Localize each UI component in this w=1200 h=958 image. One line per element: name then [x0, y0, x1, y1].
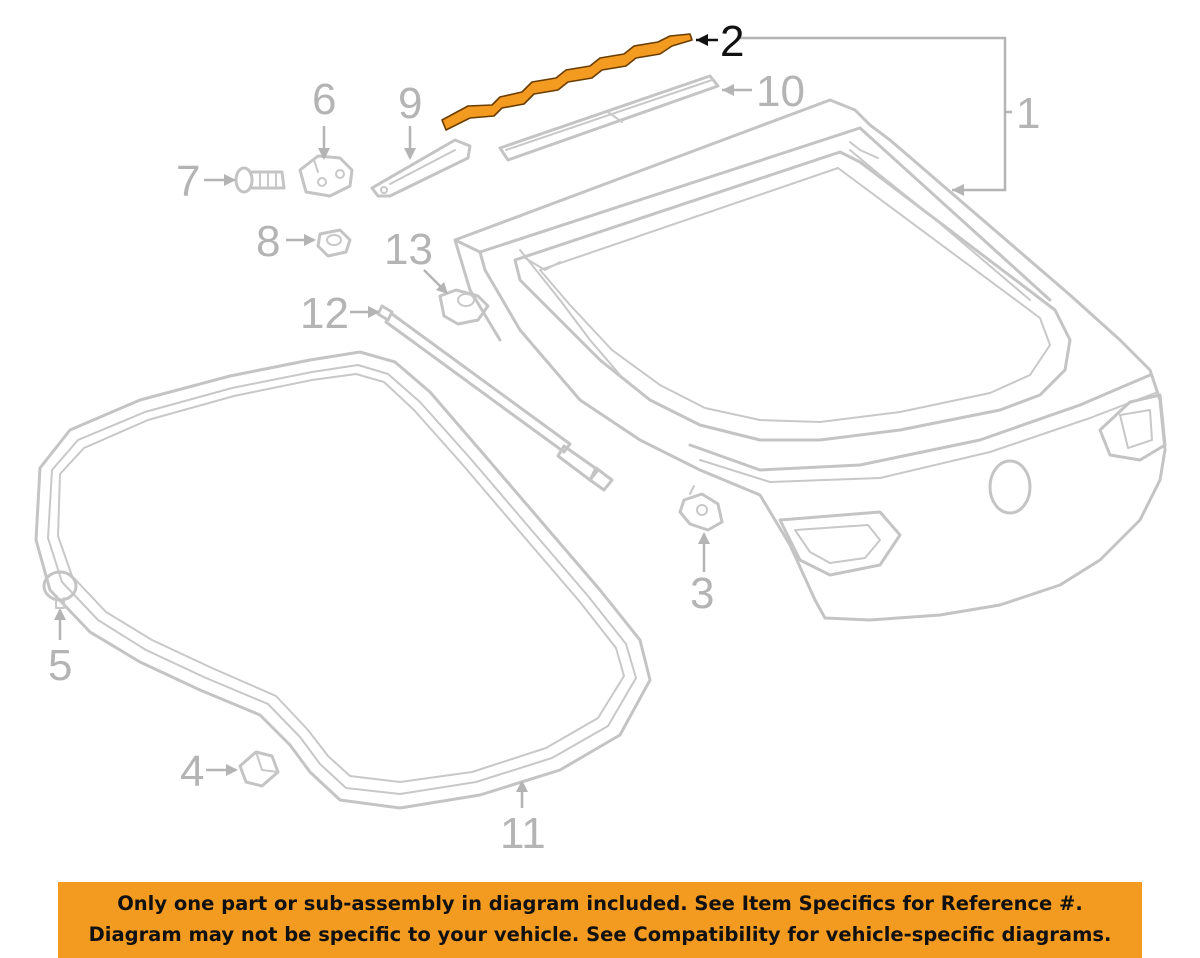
- liftgate-assembly: [453, 98, 1167, 622]
- retainer-clip: [238, 750, 280, 788]
- callout-9: 9: [398, 79, 422, 128]
- nut: [316, 228, 352, 258]
- callout-5: 5: [48, 641, 72, 690]
- liftgate-weatherstrip: [34, 350, 652, 810]
- callout-8: 8: [256, 217, 280, 266]
- callout-10: 10: [756, 67, 805, 116]
- hinge: [298, 154, 354, 198]
- callout-2: 2: [720, 17, 744, 66]
- arrowheads: [54, 34, 964, 792]
- parts-diagram: 1 2 10 9 6 7 8 13 12 3 5 4 11: [34, 17, 1167, 858]
- callout-3: 3: [690, 569, 714, 618]
- callout-1: 1: [1016, 89, 1040, 138]
- bracket: [370, 138, 472, 198]
- callout-4: 4: [180, 747, 204, 796]
- spoiler-strip: [498, 74, 720, 162]
- callout-13: 13: [384, 225, 433, 274]
- callout-12: 12: [300, 289, 349, 338]
- disclaimer-line-2: Diagram may not be specific to your vehi…: [88, 923, 1112, 946]
- latch: [678, 485, 724, 532]
- disclaimer-banner: Only one part or sub-assembly in diagram…: [58, 882, 1142, 958]
- callout-labels: 1 2 10 9 6 7 8 13 12 3 5 4 11: [48, 17, 1040, 858]
- callout-7: 7: [176, 157, 200, 206]
- callout-11: 11: [500, 809, 546, 858]
- bumper-stop: [438, 288, 490, 326]
- lift-support-strut: [376, 304, 614, 492]
- callout-6: 6: [312, 75, 336, 124]
- disclaimer-line-1: Only one part or sub-assembly in diagram…: [117, 892, 1083, 915]
- bolt: [234, 166, 286, 194]
- weatherstrip-seal-highlighted: [441, 33, 693, 131]
